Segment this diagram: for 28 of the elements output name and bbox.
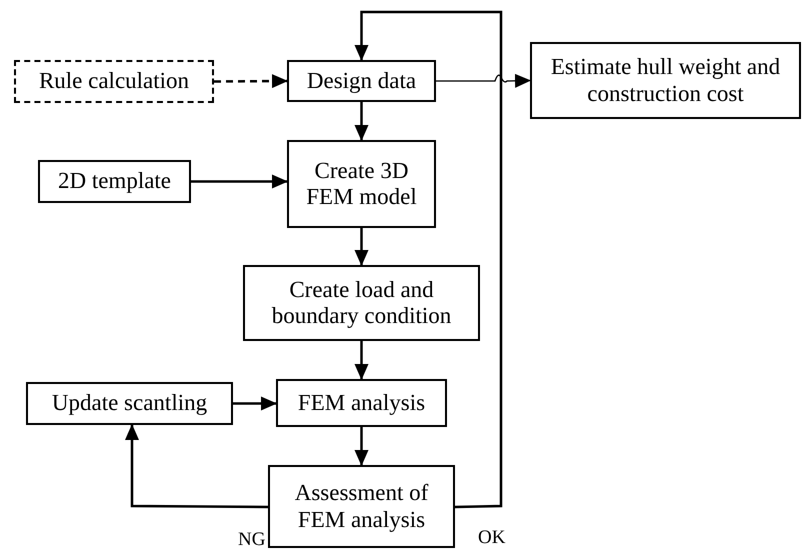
node-text: Update scantling bbox=[52, 390, 208, 417]
arrow bbox=[354, 10, 502, 508]
process-box bbox=[276, 379, 447, 427]
node-text: Estimate hull weight and construction cost bbox=[550, 54, 782, 107]
arrow bbox=[354, 341, 368, 380]
node-text: Design data bbox=[306, 68, 416, 94]
arrow bbox=[214, 74, 288, 88]
node-text: FEM analysis bbox=[298, 390, 426, 416]
arrow bbox=[125, 424, 268, 508]
arrow bbox=[354, 102, 368, 141]
process-box bbox=[287, 140, 436, 228]
process-box bbox=[530, 42, 801, 119]
process-box bbox=[14, 60, 214, 103]
node-text: 2D template bbox=[58, 168, 172, 195]
arrow bbox=[233, 396, 277, 410]
arrow bbox=[354, 427, 368, 466]
process-box bbox=[26, 382, 233, 425]
process-box bbox=[268, 465, 455, 548]
arrow bbox=[436, 74, 531, 88]
process-box bbox=[287, 60, 436, 102]
arrow bbox=[191, 174, 288, 188]
node-text: Rule calculation bbox=[38, 68, 190, 95]
node-text: Create load and boundary condition bbox=[270, 276, 452, 330]
node-text: Assessment of FEM analysis bbox=[294, 480, 430, 533]
process-box bbox=[243, 265, 480, 341]
process-box bbox=[38, 160, 191, 203]
node-text: Create 3D FEM model bbox=[305, 158, 418, 210]
arrow bbox=[354, 228, 368, 266]
